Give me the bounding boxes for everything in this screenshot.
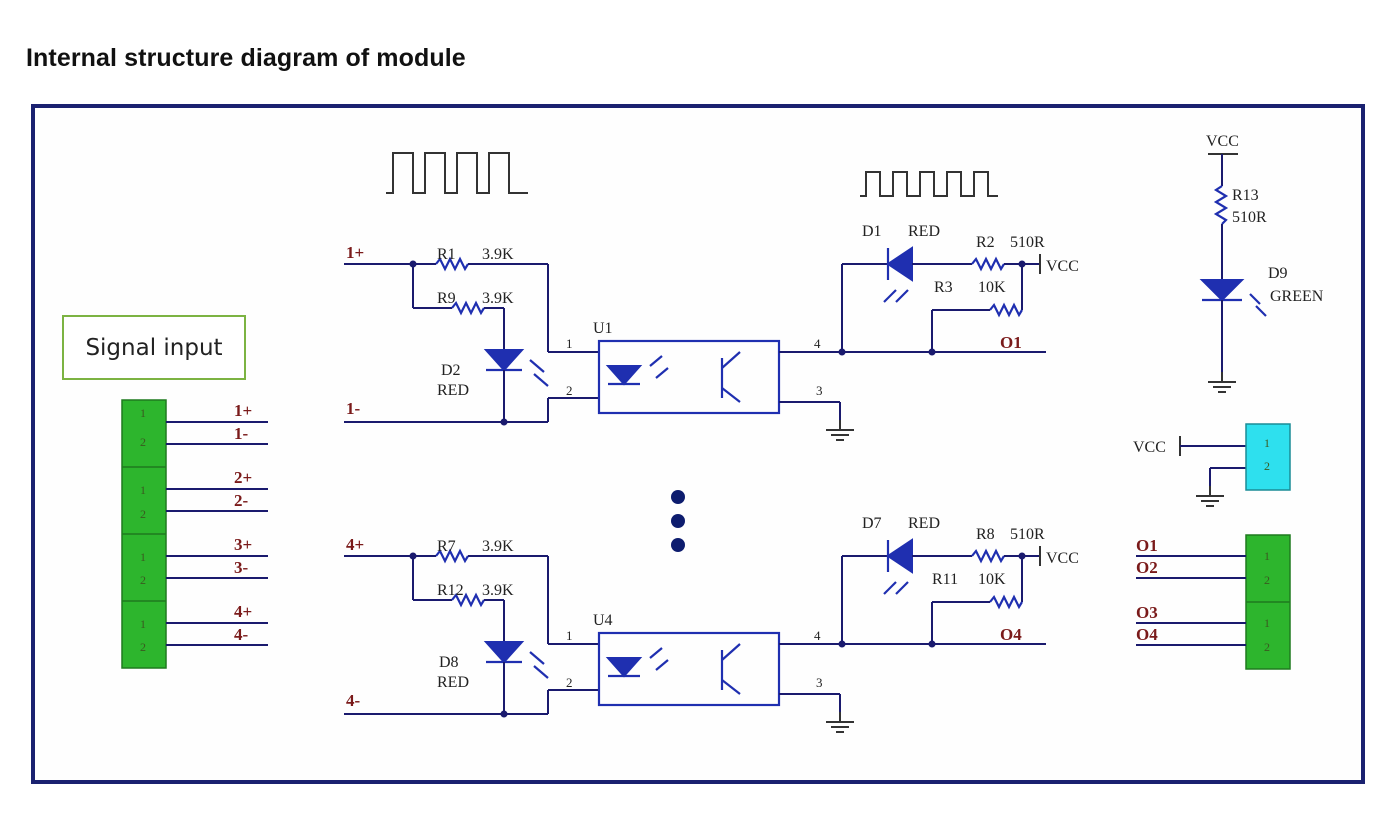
power-indicator: VCC R13 510R D9 GREEN [1199, 133, 1324, 393]
svg-text:D1: D1 [862, 223, 882, 240]
svg-text:2: 2 [140, 573, 146, 587]
svg-text:3.9K: 3.9K [482, 246, 514, 263]
svg-text:O4: O4 [1136, 625, 1158, 644]
svg-text:2: 2 [566, 675, 573, 690]
svg-text:U1: U1 [593, 320, 613, 337]
svg-text:2: 2 [1264, 459, 1270, 473]
svg-text:2-: 2- [234, 491, 249, 510]
svg-text:R2: R2 [976, 234, 995, 251]
svg-text:O3: O3 [1136, 603, 1158, 622]
svg-text:R3: R3 [934, 279, 953, 296]
svg-text:3.9K: 3.9K [482, 290, 514, 307]
optocoupler-u4 [597, 631, 781, 707]
svg-text:3+: 3+ [234, 535, 252, 554]
svg-text:510R: 510R [1010, 526, 1045, 543]
svg-text:2: 2 [566, 383, 573, 398]
svg-text:VCC: VCC [1133, 439, 1166, 456]
svg-text:1: 1 [566, 628, 573, 643]
input-label-minus: 4- [346, 691, 361, 710]
svg-text:RED: RED [437, 382, 469, 399]
svg-text:O2: O2 [1136, 558, 1158, 577]
channel-top: 1+ 1- R1 3.9K R9 3.9K D2 RED 1 2 U1 [344, 223, 1079, 441]
svg-text:1: 1 [140, 406, 146, 420]
svg-text:3-: 3- [234, 558, 249, 577]
svg-text:1-: 1- [234, 424, 249, 443]
svg-text:RED: RED [908, 223, 940, 240]
svg-text:R11: R11 [932, 571, 958, 588]
svg-text:R13: R13 [1232, 187, 1259, 204]
svg-text:1: 1 [1264, 549, 1270, 563]
svg-text:R7: R7 [437, 538, 456, 555]
svg-text:VCC: VCC [1206, 133, 1239, 150]
power-terminal: VCC 1 2 [1133, 423, 1291, 507]
svg-text:1: 1 [566, 336, 573, 351]
output-label-o1: O1 [1000, 333, 1022, 352]
svg-text:R8: R8 [976, 526, 995, 543]
svg-text:4+: 4+ [234, 602, 252, 621]
svg-text:RED: RED [437, 674, 469, 691]
input-label-plus: 1+ [346, 243, 364, 262]
input-label-plus: 4+ [346, 535, 364, 554]
input-square-wave [386, 152, 528, 194]
svg-text:4: 4 [814, 336, 821, 351]
output-label-o4: O4 [1000, 625, 1022, 644]
svg-text:1: 1 [140, 617, 146, 631]
svg-text:1: 1 [140, 483, 146, 497]
svg-text:2: 2 [1264, 573, 1270, 587]
svg-text:R12: R12 [437, 582, 464, 599]
signal-input-label: Signal input [62, 315, 246, 380]
svg-text:1+: 1+ [234, 401, 252, 420]
svg-text:4-: 4- [234, 625, 249, 644]
input-label-minus: 1- [346, 399, 361, 418]
optocoupler-u1 [597, 339, 781, 415]
svg-text:R1: R1 [437, 246, 456, 263]
svg-text:2: 2 [1264, 640, 1270, 654]
output-terminal-block: 1 2 1 2 O1 O2 O3 O4 [1136, 534, 1291, 670]
svg-text:2: 2 [140, 640, 146, 654]
svg-text:510R: 510R [1010, 234, 1045, 251]
svg-text:D9: D9 [1268, 265, 1288, 282]
svg-text:D7: D7 [862, 515, 882, 532]
svg-text:1: 1 [1264, 436, 1270, 450]
svg-text:10K: 10K [978, 279, 1006, 296]
svg-text:U4: U4 [593, 612, 613, 629]
svg-text:R9: R9 [437, 290, 456, 307]
input-terminal-block: 1 2 1 2 1 2 1 2 1+ 1- 2+ 2- 3+ 3- 4+ 4- [121, 399, 268, 669]
svg-text:10K: 10K [978, 571, 1006, 588]
svg-text:VCC: VCC [1046, 550, 1079, 567]
svg-text:2: 2 [140, 435, 146, 449]
output-square-wave [860, 171, 998, 197]
svg-text:D2: D2 [441, 362, 461, 379]
svg-text:RED: RED [908, 515, 940, 532]
page-title: Internal structure diagram of module [26, 44, 466, 72]
svg-text:VCC: VCC [1046, 258, 1079, 275]
svg-text:GREEN: GREEN [1270, 288, 1324, 305]
channel-bottom: 4+ 4- R7 3.9K R12 3.9K D8 RED 1 2 U4 [344, 515, 1079, 733]
svg-text:1: 1 [1264, 616, 1270, 630]
svg-text:3: 3 [816, 675, 823, 690]
svg-text:2+: 2+ [234, 468, 252, 487]
svg-text:2: 2 [140, 507, 146, 521]
svg-text:1: 1 [140, 550, 146, 564]
svg-text:3.9K: 3.9K [482, 582, 514, 599]
svg-text:510R: 510R [1232, 209, 1267, 226]
svg-text:D8: D8 [439, 654, 459, 671]
svg-text:O1: O1 [1136, 536, 1158, 555]
svg-text:3.9K: 3.9K [482, 538, 514, 555]
svg-text:4: 4 [814, 628, 821, 643]
svg-text:3: 3 [816, 383, 823, 398]
